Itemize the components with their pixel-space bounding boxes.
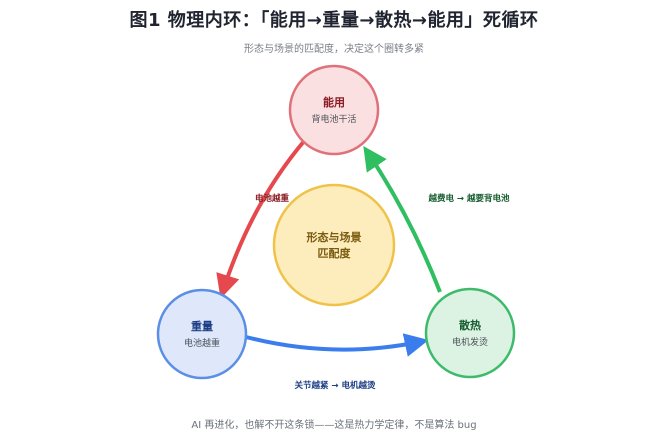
node-top-circle	[288, 64, 380, 156]
node-right-sub: 电机发烫	[452, 336, 488, 348]
arrow-top-to-left	[216, 138, 307, 299]
node-top-sub: 背电池干活	[311, 113, 356, 125]
node-right-circle	[424, 287, 516, 379]
edge-label-left-to-right: 关节越紧 → 电机越烫	[294, 380, 376, 391]
node-center-title: 形态与场景	[307, 230, 362, 244]
node-center-circle	[272, 183, 396, 307]
arrow-left-to-right	[245, 333, 429, 357]
arrow-right-to-top	[363, 146, 442, 293]
node-right: 散热 电机发烫	[424, 287, 516, 379]
node-left: 重量 电池越重	[156, 288, 248, 380]
node-left-circle	[156, 288, 248, 380]
figure-title: 图1 物理内环：「能用→重量→散热→能用」死循环	[129, 10, 539, 31]
node-top-title: 能用	[323, 95, 345, 109]
figure-subtitle: 形态与场景的匹配度，决定这个圈转多紧	[244, 44, 424, 55]
node-center: 形态与场景 匹配度	[272, 183, 396, 307]
node-right-title: 散热	[459, 318, 481, 332]
footer-note: AI 再进化，也解不开这条锁——这是热力学定律，不是算法 bug	[191, 420, 477, 431]
node-left-sub: 电池越重	[184, 337, 220, 349]
node-center-sub: 匹配度	[318, 246, 352, 260]
edge-label-top-to-left: 电池越重	[255, 193, 290, 204]
edge-label-right-to-top: 越费电 → 越要背电池	[427, 193, 510, 204]
node-left-title: 重量	[191, 319, 213, 333]
node-top: 能用 背电池干活	[288, 64, 380, 156]
